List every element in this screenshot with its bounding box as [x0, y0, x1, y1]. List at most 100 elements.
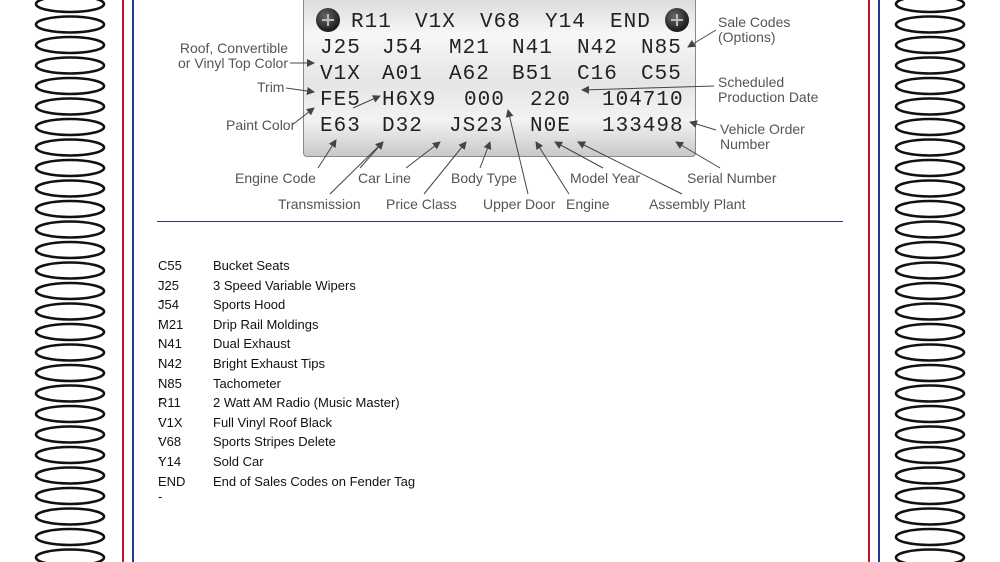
- section-divider: [157, 221, 843, 222]
- tag-code: N85: [641, 37, 682, 60]
- coil-loop: [894, 507, 966, 526]
- coil-loop: [894, 363, 966, 383]
- coil-loop: [34, 158, 106, 178]
- tag-code: 133498: [602, 115, 684, 138]
- legend-description: Full Vinyl Roof Black: [213, 414, 332, 430]
- tag-code: J25: [320, 37, 361, 60]
- tag-code: 104710: [602, 89, 684, 112]
- tag-code: C55: [641, 63, 682, 86]
- coil-loop: [894, 466, 966, 485]
- coil-loop: [894, 261, 966, 280]
- coil-loop: [34, 322, 106, 342]
- tag-row-3: V1X A01 A62 B51 C16 C55: [304, 63, 695, 89]
- tag-code: E63: [320, 115, 361, 138]
- coil-loop: [34, 76, 106, 96]
- legend-code: N42 -: [158, 355, 182, 386]
- coil-loop: [894, 0, 966, 14]
- right-red-stripe: [868, 0, 870, 562]
- coil-loop: [894, 343, 966, 362]
- coil-loop: [34, 425, 106, 444]
- coil-loop: [34, 220, 106, 239]
- left-screw-icon: [316, 8, 340, 32]
- tag-code: END: [610, 11, 651, 34]
- legend-code: Y14 -: [158, 453, 182, 484]
- coil-loop: [34, 466, 106, 485]
- coil-loop: [34, 281, 106, 301]
- coil-loop: [34, 445, 106, 465]
- coil-loop: [894, 404, 966, 424]
- coil-loop: [34, 527, 106, 547]
- tag-code: R11: [351, 11, 392, 34]
- coil-loop: [894, 35, 966, 55]
- coil-loop: [894, 240, 966, 260]
- tag-code: B51: [512, 63, 553, 86]
- legend-code: N41 -: [158, 336, 182, 367]
- tag-code: 000: [464, 89, 505, 112]
- label-vehicle-order-number: Vehicle Order Number: [720, 121, 805, 152]
- legend-description: Bright Exhaust Tips: [213, 355, 325, 371]
- coil-loop: [894, 138, 966, 157]
- coil-loop: [34, 363, 106, 383]
- tag-code: D32: [382, 115, 423, 138]
- legend-code: N85 -: [158, 375, 182, 406]
- legend-description: Sold Car: [213, 453, 264, 469]
- coil-loop: [894, 56, 966, 75]
- coil-loop: [34, 138, 106, 157]
- coil-loop: [34, 179, 106, 198]
- legend-description: Sports Hood: [213, 297, 286, 313]
- coil-loop: [894, 384, 966, 403]
- coil-loop: [894, 179, 966, 198]
- label-upper-door: Upper Door: [483, 196, 556, 212]
- tag-code: M21: [449, 37, 490, 60]
- tag-code: N42: [577, 37, 618, 60]
- tag-code: N41: [512, 37, 553, 60]
- tag-code: V1X: [320, 63, 361, 86]
- tag-code: V68: [480, 11, 521, 34]
- label-body-type: Body Type: [451, 170, 517, 186]
- coil-loop: [894, 548, 966, 562]
- tag-row-2: J25 J54 M21 N41 N42 N85: [304, 37, 695, 63]
- coil-loop: [894, 302, 966, 321]
- coil-loop: [894, 158, 966, 178]
- legend-description: End of Sales Codes on Fender Tag: [213, 473, 416, 489]
- legend-description: Sports Stripes Delete: [213, 434, 336, 450]
- legend-code: J25 -: [158, 277, 179, 308]
- legend-code: END -: [158, 473, 186, 504]
- legend-description: 2 Watt AM Radio (Music Master): [213, 395, 400, 411]
- legend-code: V1X -: [158, 414, 183, 445]
- coil-loop: [34, 35, 106, 55]
- coil-loop: [34, 486, 106, 506]
- coil-loop: [34, 302, 106, 321]
- coil-loop: [894, 486, 966, 506]
- coil-loop: [894, 527, 966, 547]
- coil-loop: [34, 199, 106, 219]
- label-trim: Trim: [257, 79, 285, 95]
- coil-loop: [34, 404, 106, 424]
- tag-row-5: E63 D32 JS23 N0E 133498: [304, 115, 695, 141]
- label-assembly-plant: Assembly Plant: [649, 196, 746, 212]
- legend-code: J54 -: [158, 297, 179, 328]
- tag-code: A62: [449, 63, 490, 86]
- coil-loop: [34, 0, 106, 14]
- legend-code: V68 -: [158, 434, 182, 465]
- legend-code: R11 -: [158, 395, 181, 426]
- tag-row-4: FE5 H6X9 000 220 104710: [304, 89, 695, 115]
- fender-tag-plate: R11 V1X V68 Y14 END J25 J54 M21 N41 N42 …: [303, 0, 696, 157]
- left-coil-binding: [34, 0, 106, 562]
- tag-code: J54: [382, 37, 423, 60]
- coil-loop: [894, 199, 966, 219]
- coil-loop: [34, 240, 106, 260]
- tag-code: Y14: [545, 11, 586, 34]
- label-price-class: Price Class: [386, 196, 457, 212]
- right-coil-binding: [894, 0, 966, 562]
- label-model-year: Model Year: [570, 170, 641, 186]
- coil-loop: [894, 445, 966, 465]
- coil-loop: [34, 261, 106, 280]
- label-engine: Engine: [566, 196, 610, 212]
- label-scheduled-production-date: Scheduled Production Date: [718, 74, 819, 105]
- coil-loop: [34, 507, 106, 526]
- coil-loop: [34, 56, 106, 75]
- legend-description: 3 Speed Variable Wipers: [213, 277, 356, 293]
- label-sale-codes: Sale Codes (Options): [718, 14, 791, 45]
